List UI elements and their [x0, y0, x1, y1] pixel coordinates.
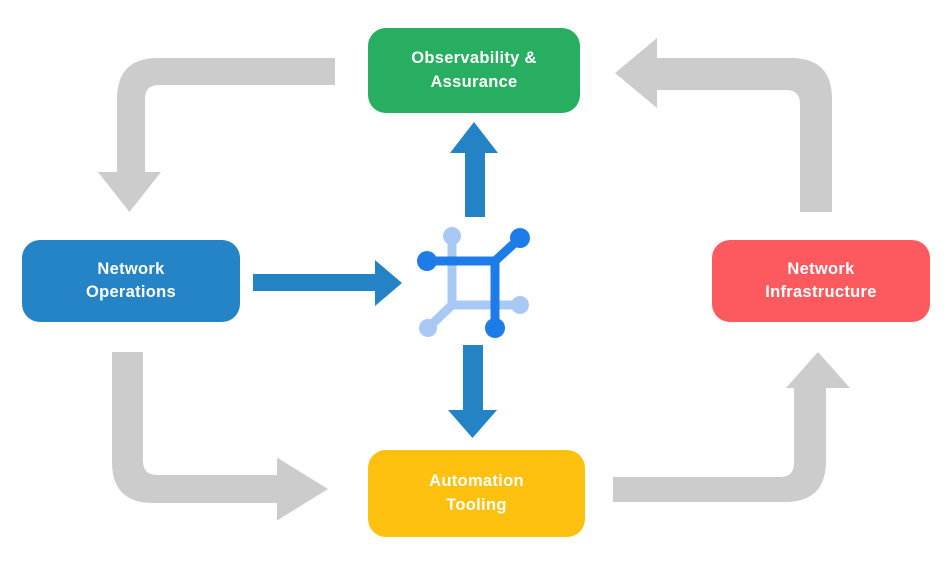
- node-operations-label-line2: Operations: [85, 283, 177, 301]
- network-mesh-icon-dark-node-topright: [510, 228, 530, 248]
- arrow-automation-to-infrastructure: [613, 352, 850, 502]
- arrow-operations-to-automation: [112, 352, 328, 521]
- node-infrastructure-label-line1: Network: [787, 259, 855, 278]
- node-infrastructure-label-line2: Infrastructure: [765, 283, 877, 301]
- network-mesh-icon-light-node-right: [511, 296, 529, 314]
- node-observability-label-line2: Assurance: [430, 72, 518, 91]
- arrow-operations-to-center: [253, 260, 402, 306]
- network-mesh-icon-dark-node-left: [417, 251, 437, 271]
- arrow-center-to-automation: [448, 345, 497, 438]
- node-observability-assurance: Observability & Assurance: [368, 28, 580, 113]
- node-network-operations: Network Operations: [22, 240, 240, 322]
- node-operations-label-line1: Network: [97, 259, 165, 278]
- network-mesh-icon-dark-node-bottom: [485, 318, 505, 338]
- node-automation-tooling: Automation Tooling: [368, 450, 585, 537]
- arrow-center-to-observability: [450, 122, 498, 217]
- node-automation-label-line2: Tooling: [446, 495, 507, 514]
- network-mesh-icon: [417, 227, 530, 338]
- node-observability-label-line1: Observability &: [411, 49, 537, 68]
- node-network-infrastructure: Network Infrastructure: [712, 240, 930, 322]
- arrow-observability-to-operations: [98, 58, 335, 212]
- network-mesh-icon-light-node-top: [443, 227, 461, 245]
- network-mesh-icon-light-node-bottomleft: [419, 319, 437, 337]
- node-automation-label-line1: Automation: [429, 472, 524, 491]
- arrow-infrastructure-to-observability: [615, 38, 832, 212]
